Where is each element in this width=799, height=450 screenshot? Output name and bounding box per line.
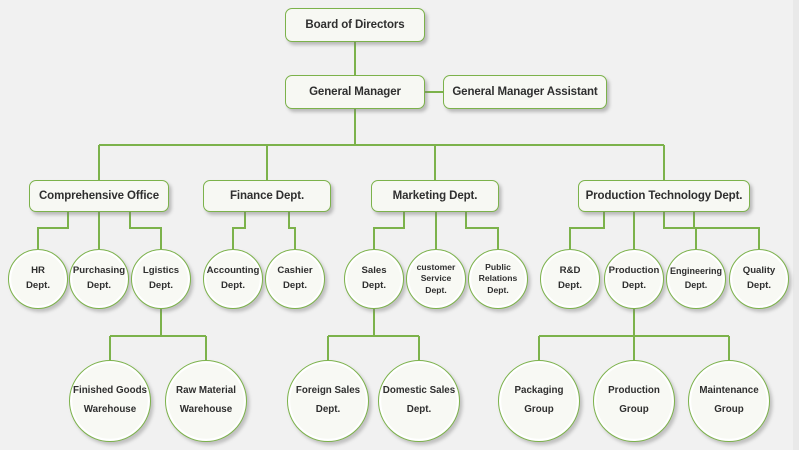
node-customer-service-dept-line-2: Service <box>420 273 452 284</box>
node-raw-material-warehouse-line-1: Raw Material <box>176 385 236 397</box>
node-quality-dept[interactable]: Quality Dept. <box>729 249 789 309</box>
edge-prodtech-to-engineering <box>663 212 697 249</box>
node-maintenance-group-line-1: Maintenance <box>699 385 759 397</box>
node-hr-dept-line-2: Dept. <box>26 280 50 291</box>
node-production-dept-line-2: Dept. <box>622 280 646 291</box>
node-domestic-sales-dept-line-2: Dept. <box>406 404 432 415</box>
node-finished-goods-warehouse-line-2: Warehouse <box>83 404 137 415</box>
node-customer-service-dept[interactable]: customer Service Dept. <box>406 249 466 309</box>
node-domestic-sales-dept-line-1: Domestic Sales <box>382 385 456 397</box>
node-finished-goods-warehouse-line-1: Finished Goods <box>72 385 148 397</box>
node-accounting-dept[interactable]: Accounting Dept. <box>203 249 263 309</box>
node-production-group[interactable]: Production Group <box>593 360 675 442</box>
node-production-dept-line-1: Production <box>608 265 660 277</box>
canvas-right-edge-strip <box>793 0 799 450</box>
node-purchasing-dept-line-1: Purchasing <box>72 265 126 277</box>
node-cashier-dept-line-2: Dept. <box>283 280 307 291</box>
node-rnd-dept-line-2: Dept. <box>558 280 582 291</box>
node-lgistics-dept[interactable]: Lgistics Dept. <box>131 249 191 309</box>
node-accounting-dept-line-2: Dept. <box>221 280 245 291</box>
node-public-relations-dept-line-3: Dept. <box>487 284 509 295</box>
node-public-relations-dept[interactable]: Public Relations Dept. <box>468 249 528 309</box>
node-raw-material-warehouse[interactable]: Raw Material Warehouse <box>165 360 247 442</box>
node-public-relations-dept-line-2: Relations <box>478 273 518 284</box>
node-lgistics-dept-line-1: Lgistics <box>142 265 180 277</box>
node-quality-dept-line-1: Quality <box>742 265 776 277</box>
node-quality-dept-line-2: Dept. <box>747 280 771 291</box>
node-general-manager[interactable]: General Manager <box>285 75 425 109</box>
node-sales-dept-line-2: Dept. <box>362 280 386 291</box>
node-customer-service-dept-line-3: Dept. <box>425 284 447 295</box>
node-maintenance-group[interactable]: Maintenance Group <box>688 360 770 442</box>
node-rnd-dept[interactable]: R&D Dept. <box>540 249 600 309</box>
node-cashier-dept[interactable]: Cashier Dept. <box>265 249 325 309</box>
node-production-group-line-2: Group <box>619 404 649 415</box>
node-production-technology-dept[interactable]: Production Technology Dept. <box>578 180 750 212</box>
node-lgistics-dept-line-2: Dept. <box>149 280 173 291</box>
node-comprehensive-office[interactable]: Comprehensive Office <box>29 180 169 212</box>
node-rnd-dept-line-1: R&D <box>559 265 581 277</box>
node-accounting-dept-line-1: Accounting <box>206 265 260 277</box>
edge-finance-to-cashier <box>288 212 296 249</box>
node-cashier-dept-line-1: Cashier <box>277 265 313 277</box>
node-public-relations-dept-line-1: Public <box>485 261 511 272</box>
edge-comp-to-lgistics <box>129 212 162 249</box>
edge-prodtech-to-quality <box>693 212 760 249</box>
edge-marketing-to-sales <box>373 212 405 249</box>
edge-prodtech-to-rnd <box>569 212 605 249</box>
node-packaging-group-line-1: Packaging <box>514 385 564 397</box>
node-purchasing-dept[interactable]: Purchasing Dept. <box>69 249 129 309</box>
node-foreign-sales-dept-line-1: Foreign Sales <box>295 385 361 397</box>
edge-marketing-to-public-relations <box>465 212 499 249</box>
node-engineering-dept-line-2: Dept. <box>684 280 708 290</box>
edge-comp-to-hr <box>37 212 69 249</box>
node-foreign-sales-dept[interactable]: Foreign Sales Dept. <box>287 360 369 442</box>
node-engineering-dept[interactable]: Engineering Dept. <box>666 249 726 309</box>
node-sales-dept[interactable]: Sales Dept. <box>344 249 404 309</box>
node-packaging-group-line-2: Group <box>524 404 554 415</box>
node-finance-dept[interactable]: Finance Dept. <box>203 180 331 212</box>
node-engineering-dept-line-1: Engineering <box>669 266 722 277</box>
node-hr-dept[interactable]: HR Dept. <box>8 249 68 309</box>
node-marketing-dept[interactable]: Marketing Dept. <box>371 180 499 212</box>
edge-finance-to-accounting <box>232 212 246 249</box>
node-maintenance-group-line-2: Group <box>714 404 744 415</box>
node-sales-dept-line-1: Sales <box>361 265 387 277</box>
node-foreign-sales-dept-line-2: Dept. <box>315 404 341 415</box>
node-board-of-directors[interactable]: Board of Directors <box>285 8 425 42</box>
node-raw-material-warehouse-line-2: Warehouse <box>179 404 233 415</box>
node-purchasing-dept-line-2: Dept. <box>87 280 111 291</box>
node-customer-service-dept-line-1: customer <box>416 261 456 272</box>
node-packaging-group[interactable]: Packaging Group <box>498 360 580 442</box>
node-production-dept[interactable]: Production Dept. <box>604 249 664 309</box>
node-domestic-sales-dept[interactable]: Domestic Sales Dept. <box>378 360 460 442</box>
node-hr-dept-line-1: HR <box>31 265 45 277</box>
node-general-manager-assistant[interactable]: General Manager Assistant <box>443 75 607 109</box>
node-finished-goods-warehouse[interactable]: Finished Goods Warehouse <box>69 360 151 442</box>
node-production-group-line-1: Production <box>608 385 660 397</box>
